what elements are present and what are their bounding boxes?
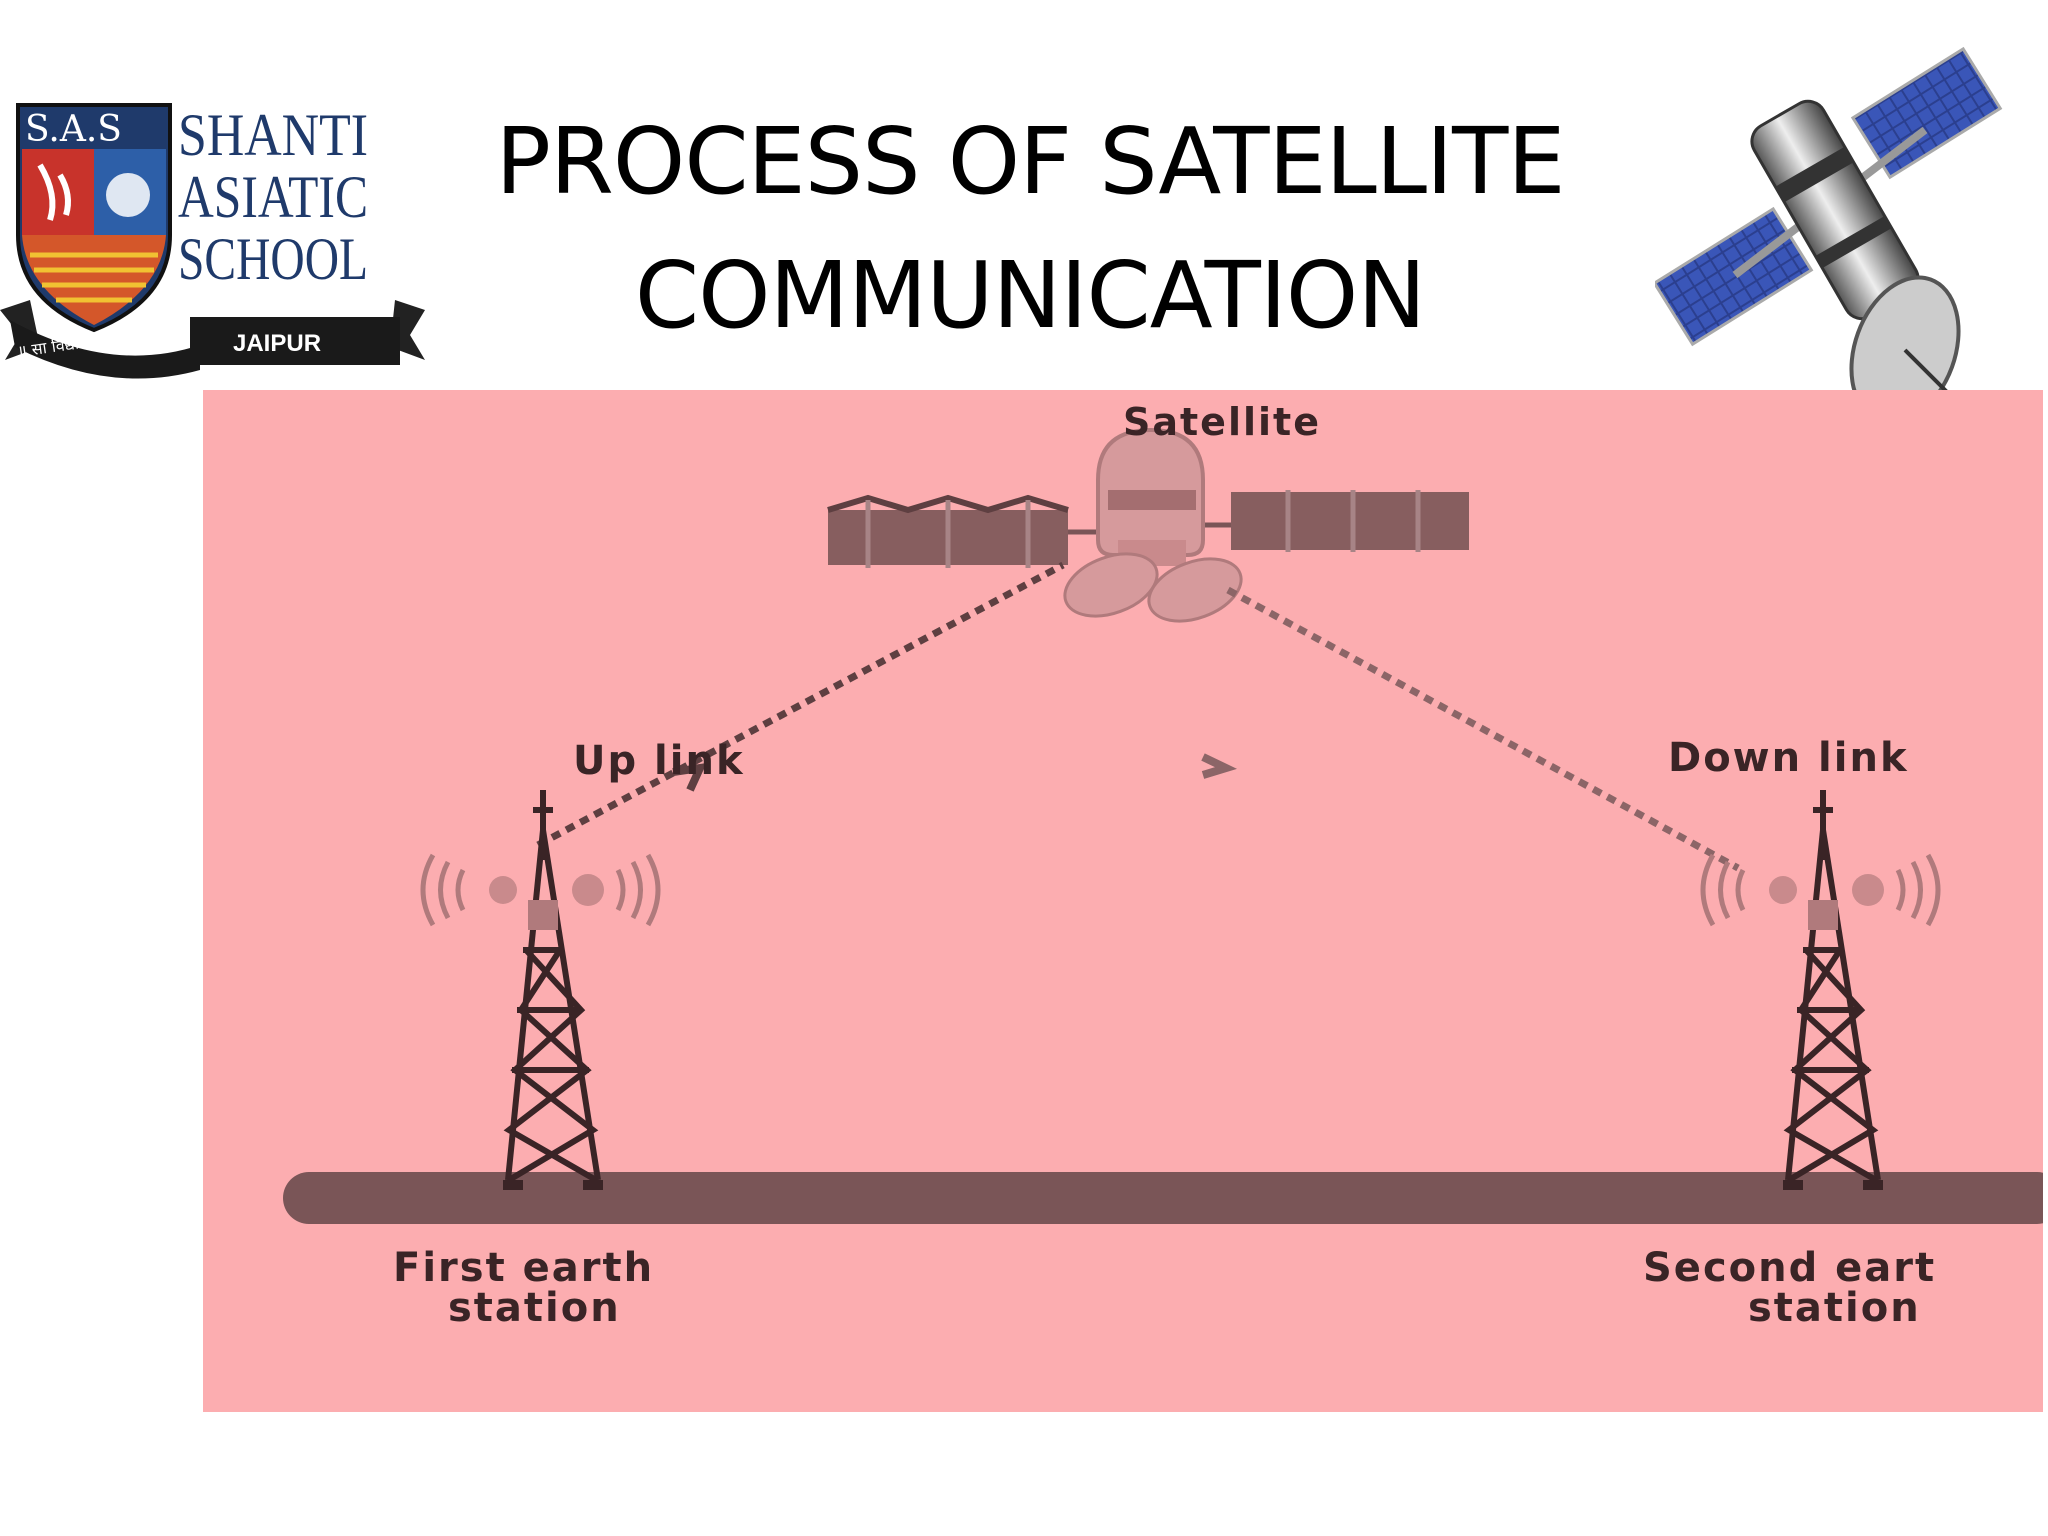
- uplink-line: [536, 561, 1065, 849]
- first-station-label-line2: station: [448, 1285, 621, 1331]
- downlink-line: [1226, 586, 1740, 872]
- logo-name-line3: SCHOOL: [178, 226, 368, 292]
- diagram-satellite: [827, 427, 1469, 623]
- page-title-line2: COMMUNICATION: [634, 242, 1426, 349]
- first-tower-icon: [420, 790, 661, 1190]
- uplink-label: Up link: [573, 738, 745, 784]
- satellite-label: Satellite: [1123, 400, 1321, 444]
- downlink-arrow-icon: [1201, 753, 1238, 779]
- first-station-label-line1: First earth: [393, 1245, 655, 1291]
- satellite-communication-diagram: Satellite Up link Down link First earth …: [203, 390, 2043, 1412]
- second-station-label-line1: Second eart: [1643, 1245, 1937, 1291]
- uplink-arrow-icon: [672, 762, 707, 792]
- downlink-label: Down link: [1668, 735, 1909, 781]
- satellite-icon: [1652, 40, 2025, 425]
- school-logo: S.A.S SHANTI ASIATIC SCHOOL JAIPUR ॥ सा …: [0, 85, 430, 385]
- logo-name-line1: SHANTI: [178, 102, 368, 168]
- page-title-line1: PROCESS OF SATELLITE: [495, 108, 1566, 215]
- logo-shield-text: S.A.S: [25, 109, 122, 150]
- logo-name-line2: ASIATIC: [178, 164, 368, 230]
- page-title: PROCESS OF SATELLITE COMMUNICATION: [430, 95, 1630, 363]
- second-station-label-line2: station: [1748, 1285, 1921, 1331]
- logo-city: JAIPUR: [233, 330, 321, 357]
- second-tower-icon: [1700, 790, 1941, 1190]
- ground-bar: [283, 1172, 2043, 1224]
